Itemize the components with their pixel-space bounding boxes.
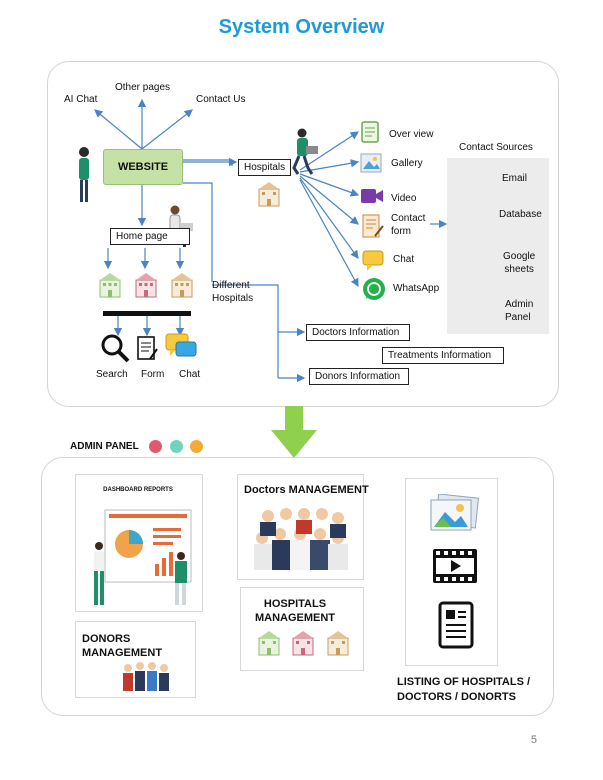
hospital-item-label: Over view xyxy=(389,129,434,140)
hospitals-node: Hospitals xyxy=(238,159,292,176)
contact-us-label: Contact Us xyxy=(196,94,246,105)
overview-icon xyxy=(361,121,379,143)
whatsapp-icon xyxy=(363,278,385,300)
status-dot xyxy=(190,440,203,453)
hospital-item-label: Contact form xyxy=(391,213,426,237)
gallery-icon xyxy=(430,494,479,531)
hospital-item-label: WhatsApp xyxy=(393,283,440,294)
hospital-building-icon xyxy=(171,273,193,298)
hospital-building-icon xyxy=(99,273,121,298)
tool-label: Chat xyxy=(179,369,201,380)
video-icon xyxy=(433,549,477,583)
page-number: 5 xyxy=(530,734,537,746)
down-arrow-icon xyxy=(271,406,317,458)
tool-label: Form xyxy=(141,369,165,380)
different-hospitals-label: Different Hospitals xyxy=(212,280,254,304)
treatments-information-node: Treatments Information xyxy=(382,347,504,364)
hospital-item-label: Gallery xyxy=(391,158,423,169)
hospitals-management-card xyxy=(240,587,364,671)
home-page-node: Home page xyxy=(110,228,190,245)
page-title: System Overview xyxy=(218,16,385,38)
doctors-group-illustration xyxy=(254,508,348,570)
contact-source-label: Google sheets xyxy=(503,251,536,275)
document-icon xyxy=(438,601,474,649)
listing-title: LISTING OF HOSPITALS / DOCTORS / DONORTS xyxy=(397,676,531,703)
donors-management-title: DONORS MANAGEMENT xyxy=(82,633,163,659)
hospital-item-label: Video xyxy=(391,193,417,204)
doctors-information-node: Doctors Information xyxy=(306,324,410,341)
status-dot xyxy=(149,440,162,453)
donors-group-illustration xyxy=(123,662,169,691)
contact-sources-title: Contact Sources xyxy=(459,142,533,153)
contact-form-icon xyxy=(362,214,384,238)
person-icon xyxy=(79,147,89,202)
status-dot xyxy=(170,440,183,453)
contact-source-label: Database xyxy=(499,209,542,220)
hospital-building-icon xyxy=(327,631,349,656)
video-icon xyxy=(361,189,383,203)
dashboard-reports-title: DASHBOARD REPORTS xyxy=(103,487,173,493)
hospital-building-icon xyxy=(135,273,157,298)
chat-icon xyxy=(362,250,384,271)
presentation-illustration xyxy=(94,509,192,605)
hospital-item-label: Chat xyxy=(393,254,415,265)
ai-chat-label: AI Chat xyxy=(64,94,98,105)
gallery-icon xyxy=(360,153,382,173)
chat-icon xyxy=(165,333,197,357)
contact-sources-box xyxy=(447,158,549,334)
hospital-building-icon xyxy=(292,631,314,656)
person-laptop-icon xyxy=(292,128,318,175)
form-icon xyxy=(137,336,158,360)
search-icon xyxy=(101,334,130,363)
website-node: WEBSITE xyxy=(103,149,183,185)
admin-panel-label: ADMIN PANEL xyxy=(70,441,139,452)
hospitals-management-title: HOSPITALS MANAGEMENT xyxy=(254,598,336,624)
donors-information-node: Donors Information xyxy=(309,368,409,385)
doctors-management-title: Doctors MANAGEMENT xyxy=(244,484,369,496)
contact-source-label: Admin Panel xyxy=(505,299,534,323)
hospital-building-icon xyxy=(258,182,280,207)
hospital-building-icon xyxy=(258,631,280,656)
other-pages-label: Other pages xyxy=(115,82,171,93)
contact-source-label: Email xyxy=(502,173,528,184)
tool-label: Search xyxy=(96,369,128,380)
